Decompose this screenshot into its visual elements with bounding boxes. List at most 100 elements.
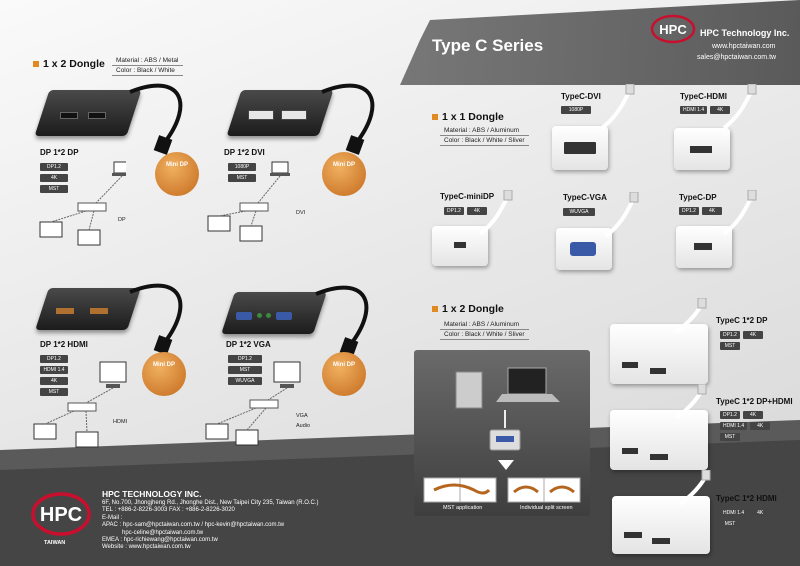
typec-dp-image: [676, 226, 732, 268]
left-section-specs: Material : ABS / Metal Color : Black / W…: [112, 56, 183, 76]
right-1x1-specs: Material : ABS / Aluminum Color : Black …: [440, 126, 529, 146]
footer-contact: 6F, No.700, Jhongjheng Rd., Jhonghe Dist…: [102, 500, 319, 551]
product-name: DP 1*2 HDMI: [40, 340, 88, 349]
application-diagram: [423, 367, 581, 503]
product-name: TypeC-VGA: [563, 193, 607, 202]
spec-badges: DP1.2 4K: [679, 207, 722, 215]
hdmi-port-icon: [56, 308, 74, 314]
hdmi-port-icon: [690, 146, 712, 153]
dvi-port-icon: [281, 110, 307, 120]
product-name: TypeC-miniDP: [440, 192, 495, 201]
hdmi-port-icon: [90, 308, 108, 314]
left-section-title: 1 x 2 Dongle: [33, 58, 105, 70]
spec-badges: 1080P MST: [228, 163, 256, 185]
dvi-port-icon: [564, 142, 596, 154]
dp-port-icon: [650, 368, 666, 374]
hdmi-port-icon: [650, 454, 668, 460]
product-name: TypeC 1*2 DP: [716, 316, 768, 325]
callout-label: DVI: [296, 210, 306, 216]
hdmi-port-icon: [652, 538, 670, 544]
mini-dp-callout: Mini DP: [142, 352, 186, 396]
callout-label: DP: [118, 217, 126, 223]
audio-port-icon: [266, 313, 271, 318]
audio-port-icon: [257, 313, 262, 318]
right-1x1-title: 1 x 1 Dongle: [432, 111, 504, 123]
cable-icon: [674, 298, 707, 334]
spec-badges: DP1.2 MST WUVGA: [228, 355, 262, 388]
dp-port-icon: [88, 112, 106, 119]
typec-1x2-dp-image: [610, 324, 708, 384]
dp-port-icon: [622, 448, 638, 454]
dp-diagram: [39, 161, 126, 246]
hpc-logo: HPC: [650, 14, 696, 44]
svg-text:HPC: HPC: [40, 504, 82, 526]
cable-icon: [478, 190, 513, 236]
cable-icon: [129, 83, 183, 155]
cable-icon: [722, 84, 757, 130]
cable-icon: [674, 384, 707, 420]
vga-diagram: [205, 361, 301, 446]
spec-badges: DP1.2 HDMI 1.4 4K MST: [40, 355, 68, 399]
callout-label: VGA: [296, 413, 308, 419]
mst-application-label: MST application: [443, 505, 483, 511]
mini-dp-callout: Mini DP: [322, 152, 366, 196]
footer-website[interactable]: Website : www.hpctaiwan.com.tw: [102, 544, 191, 551]
product-name: DP 1*2 VGA: [226, 340, 271, 349]
product-name: TypeC-DP: [679, 193, 717, 202]
cable-icon: [722, 190, 757, 236]
product-name: TypeC-DVI: [561, 92, 601, 101]
hdmi-diagram: [33, 361, 127, 448]
cable-icon: [600, 84, 635, 130]
website-link[interactable]: www.hpctaiwan.com: [712, 43, 776, 50]
typec-1x2-hdmi-image: [612, 496, 710, 554]
cable-icon: [678, 470, 711, 506]
dp-port-icon: [60, 112, 78, 119]
product-name: TypeC-HDMI: [680, 92, 727, 101]
spec-badge: 1080P: [561, 106, 591, 114]
email-link[interactable]: sales@hpctaiwan.com.tw: [697, 54, 777, 61]
cable-icon: [129, 283, 183, 355]
spec-badge: WUVGA: [563, 208, 595, 216]
spec-badges: DP1.2 4K: [444, 207, 487, 215]
right-1x2-title: 1 x 2 Dongle: [432, 303, 504, 315]
product-name: DP 1*2 DP: [40, 148, 79, 157]
vga-port-icon: [236, 312, 252, 320]
dvi-port-icon: [248, 110, 274, 120]
dp-port-icon: [622, 362, 638, 368]
footer-logo-sub: TAIWAN: [44, 540, 66, 546]
emea-email[interactable]: EMEA : hpc-richiewang@hpctaiwan.com.tw: [102, 537, 218, 544]
callout-label: HDMI: [113, 419, 128, 425]
bullet-icon: [33, 61, 39, 67]
mini-dp-callout: Mini DP: [155, 152, 199, 196]
vga-port-icon: [570, 242, 596, 256]
split-screen-label: Individual split screen: [520, 505, 573, 511]
hdmi-port-icon: [624, 532, 642, 538]
series-title: Type C Series: [432, 36, 544, 55]
minidp-port-icon: [454, 242, 466, 248]
callout-label: Audio: [296, 423, 311, 429]
cable-icon: [315, 285, 369, 357]
product-name: TypeC 1*2 DP+HDMI: [716, 397, 793, 406]
typec-vga-image: [556, 228, 612, 270]
typec-1x2-dphdmi-image: [610, 410, 708, 470]
bullet-icon: [432, 114, 438, 120]
svg-text:HPC: HPC: [659, 22, 687, 37]
cable-icon: [604, 192, 639, 238]
apac-email[interactable]: APAC : hpc-sam@hpctaiwan.com.tw / hpc-ke…: [102, 522, 285, 529]
typec-hdmi-image: [674, 128, 730, 170]
dvi-diagram: [207, 161, 290, 242]
cable-icon: [321, 83, 375, 155]
bullet-icon: [432, 306, 438, 312]
vga-port-icon: [276, 312, 292, 320]
application-panel: [414, 350, 590, 516]
company-name: HPC Technology Inc.: [700, 28, 790, 38]
right-1x2-specs: Material : ABS / Aluminum Color : Black …: [440, 320, 529, 340]
spec-badges: HDMI 1.4 4K: [680, 106, 731, 114]
dp-port-icon: [694, 243, 712, 250]
product-name: DP 1*2 DVI: [224, 148, 265, 157]
mini-dp-callout: Mini DP: [322, 352, 366, 396]
